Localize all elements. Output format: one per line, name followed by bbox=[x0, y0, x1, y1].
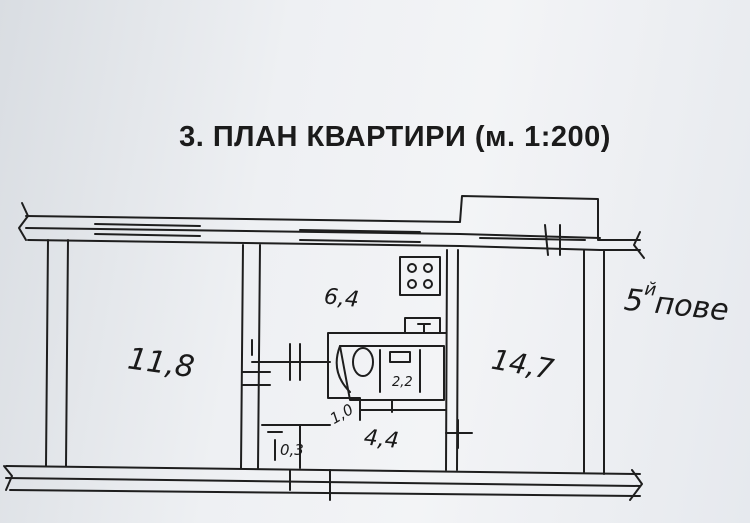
window-right bbox=[479, 237, 586, 241]
door-right-room bbox=[445, 419, 473, 449]
area-toilet: 1,0 bbox=[327, 400, 357, 428]
sink-icon bbox=[389, 351, 411, 363]
plan-title: 3. ПЛАН КВАРТИРИ (м. 1:200) bbox=[179, 121, 611, 153]
entrance-door bbox=[289, 469, 331, 501]
stove-icon bbox=[399, 256, 441, 296]
break-line-bottom-right bbox=[629, 469, 643, 501]
floor-suffix: й bbox=[643, 278, 658, 301]
area-room-right: 14,7 bbox=[489, 343, 556, 386]
area-bathroom: 2,2 bbox=[392, 375, 413, 390]
area-kitchen: 6,4 bbox=[323, 284, 360, 313]
window-left bbox=[94, 223, 201, 237]
area-room-left: 11,8 bbox=[125, 341, 196, 385]
floor-number: 5 bbox=[622, 282, 646, 320]
bathtub-icon bbox=[339, 345, 445, 401]
break-line-bottom-left bbox=[3, 465, 13, 491]
area-hallway: 4,4 bbox=[363, 425, 400, 454]
door-left-room bbox=[241, 371, 271, 386]
break-line-top-left bbox=[18, 202, 29, 241]
window-kitchen bbox=[299, 229, 421, 243]
area-closet: 0,3 bbox=[280, 441, 304, 459]
toilet-icon bbox=[352, 347, 374, 377]
balcony-door bbox=[544, 224, 561, 256]
